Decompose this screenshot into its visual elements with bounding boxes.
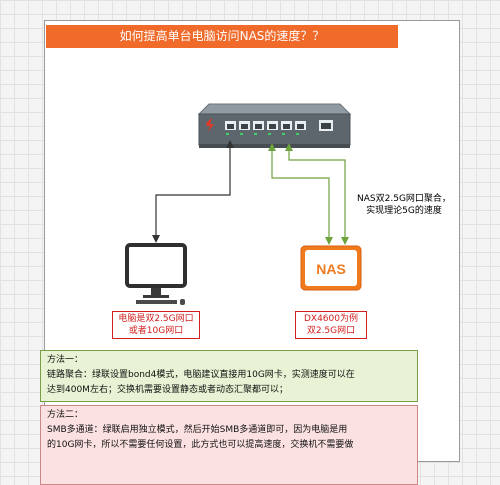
computer-icon bbox=[125, 243, 187, 305]
network-diagram: NAS bbox=[125, 103, 362, 305]
arrow-heads bbox=[152, 140, 349, 245]
computer-label: 电脑是双2.5G网口 或者10G网口 bbox=[112, 311, 200, 339]
title-banner: 如何提高单台电脑访问NAS的速度？？ bbox=[46, 25, 398, 48]
method-one-box: 方法一： 链路聚合：绿联设置bond4模式，电脑建议直接用10G网卡，实测速度可… bbox=[40, 350, 418, 402]
method-two-line2: 的10G网卡，所以不需要任何设置，此方式也可以提高速度，交换机不需要做 bbox=[47, 440, 354, 450]
nas-note-line2: 实现理论5G的速度 bbox=[366, 206, 442, 216]
nas-icon-text: NAS bbox=[316, 261, 346, 277]
page-title: 如何提高单台电脑访问NAS的速度？？ bbox=[119, 29, 325, 43]
nas-label: DX4600为例 双2.5G网口 bbox=[295, 311, 367, 339]
nas-note-line1: NAS双2.5G网口聚合， bbox=[357, 194, 451, 204]
method-one-heading: 方法一： bbox=[47, 355, 84, 365]
connection-lines bbox=[155, 146, 346, 238]
pc-label-line2: 或者10G网口 bbox=[128, 326, 184, 336]
method-one-line1: 链路聚合：绿联设置bond4模式，电脑建议直接用10G网卡，实测速度可以在 bbox=[47, 370, 355, 380]
nas-label-line2: 双2.5G网口 bbox=[306, 326, 356, 336]
switch-icon bbox=[197, 103, 352, 148]
method-two-line1: SMB多通道：绿联启用独立模式，然后开始SMB多通道即可，因为电脑是用 bbox=[47, 425, 348, 435]
method-two-box: 方法二： SMB多通道：绿联启用独立模式，然后开始SMB多通道即可，因为电脑是用… bbox=[40, 405, 418, 485]
nas-label-line1: DX4600为例 bbox=[303, 314, 358, 324]
method-two-heading: 方法二： bbox=[47, 410, 84, 420]
method-one-line2: 达到400M左右；交换机需要设置静态或者动态汇聚都可以； bbox=[47, 385, 288, 395]
pc-label-line1: 电脑是双2.5G网口 bbox=[118, 314, 194, 324]
nas-aggregation-note: NAS双2.5G网口聚合， 实现理论5G的速度 bbox=[344, 193, 464, 217]
nas-icon: NAS bbox=[300, 245, 362, 291]
